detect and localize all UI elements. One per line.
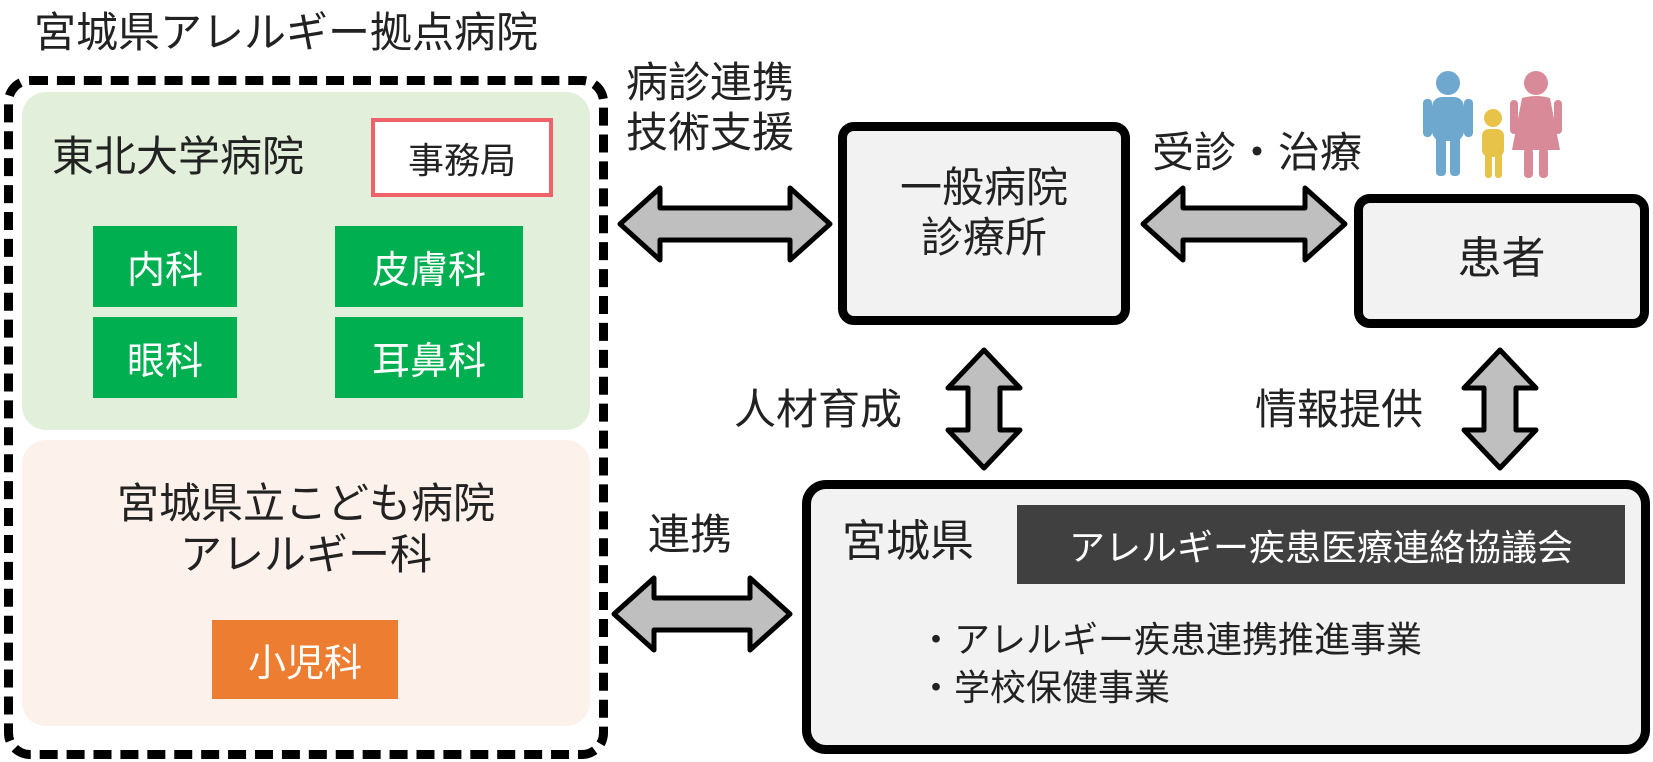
- dept-internal-medicine: 内科: [93, 226, 237, 307]
- relation-label-collaboration: 連携: [648, 510, 733, 559]
- relation-label-information: 情報提供: [1255, 385, 1424, 434]
- children-hospital-name-line1: 宮城県立こども病院: [116, 479, 495, 528]
- relation-label-line: 技術支援: [626, 108, 795, 158]
- relation-label-consultation: 受診・治療: [1152, 128, 1363, 177]
- family-father-figure: [1423, 71, 1473, 176]
- relation-label-line: 病診連携: [626, 58, 795, 107]
- relation-label-technical-support: 病診連携 技術支援: [626, 58, 794, 159]
- tohoku-hospital-name: 東北大学病院: [52, 132, 305, 181]
- double-arrow-general-prefecture: [945, 347, 1023, 471]
- family-mother-figure: [1510, 71, 1562, 178]
- patient-label: 患者: [1457, 233, 1546, 284]
- dept-otolaryngology: 耳鼻科: [335, 317, 523, 398]
- hub-dashed-border: [4, 76, 608, 759]
- dept-ophthalmology: 眼科: [93, 317, 237, 398]
- general-hospital-line1: 一般病院: [899, 163, 1068, 212]
- general-hospital-line2: 診療所: [920, 213, 1047, 263]
- family-icon: [1423, 71, 1562, 178]
- double-arrow-hub-general: [617, 185, 833, 263]
- children-hospital-name-line2: アレルギー科: [179, 530, 432, 580]
- double-arrow-patient-prefecture: [1461, 347, 1539, 471]
- project-item: ・アレルギー疾患連携推進事業: [918, 620, 1423, 661]
- patient-box: [1354, 194, 1649, 328]
- general-hospital-box: [838, 122, 1130, 325]
- council-badge: アレルギー疾患医療連絡協議会: [1017, 505, 1625, 584]
- double-arrow-hub-prefecture: [611, 575, 793, 653]
- children-hospital-name: 宮城県立こども病院 アレルギー科: [22, 478, 590, 580]
- general-hospital-name: 一般病院 診療所: [838, 163, 1130, 264]
- secretariat-badge: 事務局: [371, 118, 553, 197]
- hub-title: 宮城県アレルギー拠点病院: [34, 8, 539, 57]
- project-item: ・学校保健事業: [918, 668, 1171, 709]
- prefecture-name: 宮城県: [842, 516, 974, 567]
- relation-label-training: 人材育成: [734, 385, 903, 434]
- dept-dermatology: 皮膚科: [335, 226, 523, 307]
- double-arrow-general-patient: [1140, 185, 1348, 263]
- family-child-figure: [1482, 109, 1504, 178]
- dept-pediatrics: 小児科: [212, 620, 398, 699]
